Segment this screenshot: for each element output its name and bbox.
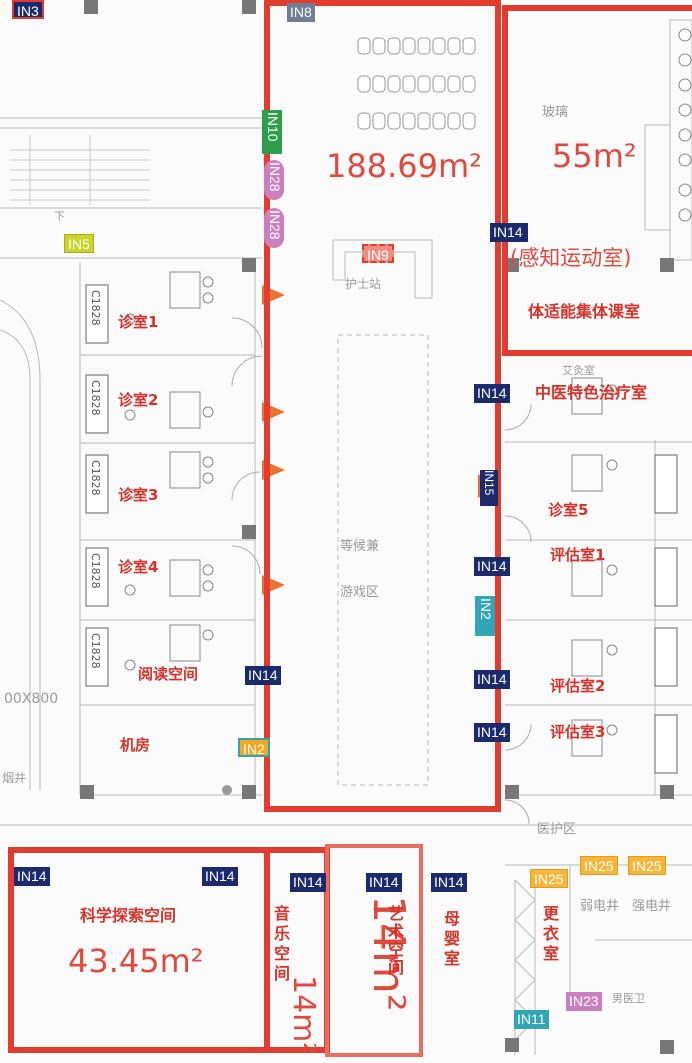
cabinet-code: C1828	[89, 380, 102, 416]
tag-in11: IN11	[514, 1010, 549, 1029]
tag-in14: IN14	[474, 557, 510, 576]
science-space-area: 43.45m²	[68, 942, 204, 980]
tag-in15: IN15	[480, 470, 498, 506]
clinic-3-label: 诊室3	[118, 486, 159, 504]
fitness-room-area: 55m²	[552, 137, 637, 175]
changing-room-label: 更衣室	[540, 905, 559, 965]
tag-in25: IN25	[580, 856, 618, 875]
tag-in9: IN9	[362, 244, 394, 263]
cabinet-code: C1828	[89, 553, 102, 589]
strong-current-well-label: 强电井	[632, 899, 672, 914]
science-space-label: 科学探索空间	[80, 906, 177, 925]
tag-in14: IN14	[245, 666, 281, 685]
tag-in14: IN14	[490, 223, 528, 242]
tag-in8: IN8	[287, 3, 315, 22]
weak-current-well-label: 弱电井	[580, 899, 620, 914]
fitness-sub-label: (感知运动室)	[510, 246, 632, 270]
eval-room-3-label: 评估室3	[550, 723, 606, 741]
music-room-area: 14m²	[286, 975, 321, 1055]
smoke-shaft-label: 烟井	[2, 771, 27, 785]
tcm-room-label: 中医特色治疗室	[535, 383, 648, 402]
clinic-2-label: 诊室2	[118, 391, 159, 409]
waiting-hall-area: 188.69m²	[326, 147, 482, 185]
tag-in25: IN25	[530, 869, 568, 888]
tag-in14: IN14	[474, 384, 510, 403]
tag-in25: IN25	[628, 856, 666, 875]
mother-baby-room-label: 母婴室	[441, 910, 460, 970]
play-area-label: 游戏区	[340, 585, 380, 600]
care-zone-label: 医护区	[537, 822, 577, 837]
tag-in3: IN3	[12, 0, 44, 19]
nurse-station-label: 护士站	[345, 277, 382, 291]
tag-in2: IN2	[475, 596, 495, 636]
tag-in28: IN28	[264, 208, 284, 248]
cabinet-code: C1828	[89, 460, 102, 496]
tag-in14: IN14	[290, 873, 326, 892]
tag-in14: IN14	[202, 867, 238, 886]
tag-in28: IN28	[264, 160, 284, 200]
tag-in10: IN10	[262, 110, 282, 154]
clinic-4-label: 诊室4	[118, 558, 159, 576]
eval-room-2-label: 评估室2	[550, 677, 606, 695]
tag-in14: IN14	[474, 723, 510, 742]
eval-room-1-label: 评估室1	[550, 546, 606, 564]
moxa-room-label: 艾灸室	[562, 364, 595, 377]
tag-in14: IN14	[431, 873, 467, 892]
glass-label: 玻璃	[542, 105, 569, 120]
door-size-label: 00X800	[4, 691, 59, 707]
clinic-1-label: 诊室1	[118, 313, 159, 331]
fitness-main-label: 体适能集体课室	[528, 302, 641, 321]
tag-in2: IN2	[238, 738, 270, 757]
music-room-label: 音乐空间	[271, 905, 290, 985]
stair-down-label: 下	[54, 210, 65, 223]
cabinet-code: C1828	[89, 290, 102, 326]
reading-space-label: 阅读空间	[138, 665, 199, 683]
cabinet-code: C1828	[89, 633, 102, 669]
tag-in14: IN14	[366, 873, 402, 892]
tag-in5: IN5	[64, 234, 94, 253]
tag-in14: IN14	[474, 670, 510, 689]
tag-in23: IN23	[566, 992, 602, 1011]
waiting-label: 等候兼	[340, 539, 380, 554]
machine-room-label: 机房	[120, 736, 151, 754]
art-room-label: 艺术空间	[385, 905, 404, 977]
tag-in14: IN14	[14, 867, 50, 886]
clinic-5-label: 诊室5	[548, 501, 589, 519]
male-wc-label: 男医卫	[612, 992, 645, 1005]
